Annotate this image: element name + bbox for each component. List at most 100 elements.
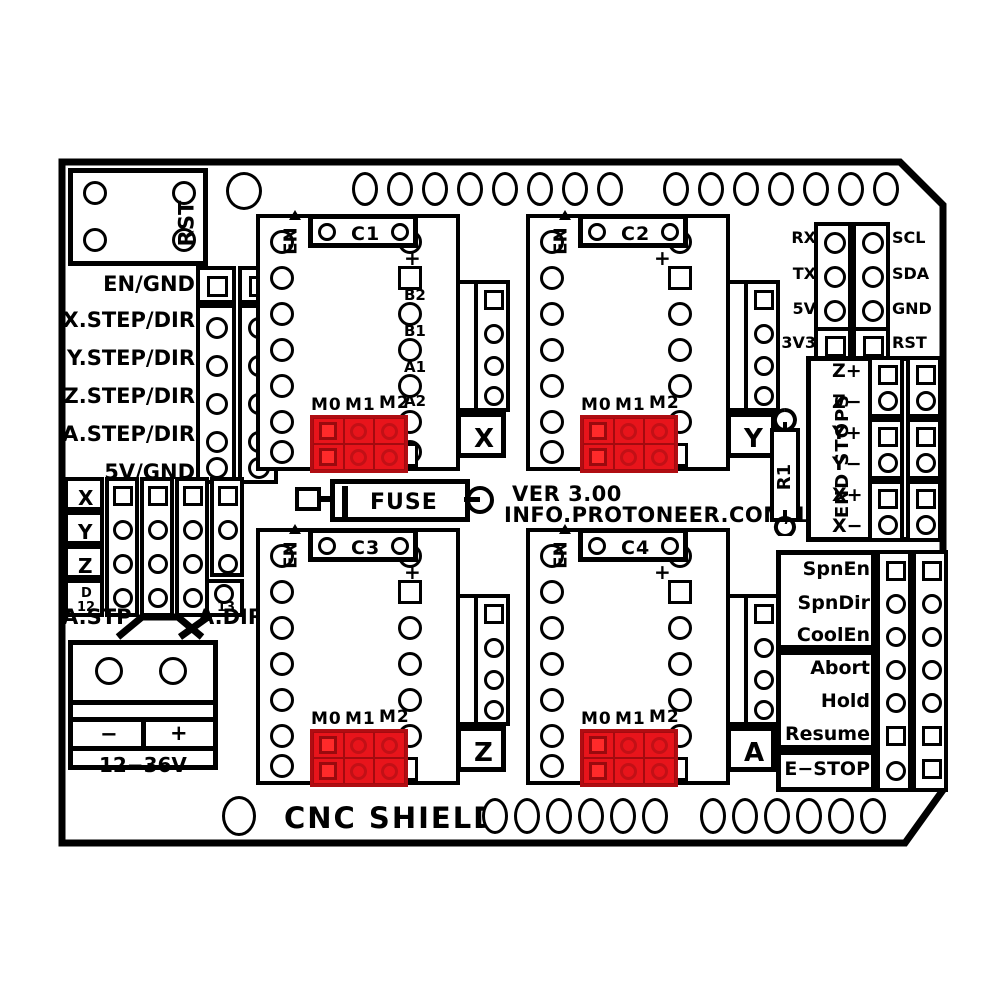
jumper-cell[interactable] bbox=[313, 418, 344, 444]
jumper-cell[interactable] bbox=[583, 732, 614, 758]
header-hole[interactable] bbox=[700, 798, 726, 834]
motor-connector-x-pins[interactable] bbox=[474, 280, 510, 412]
reset-block[interactable] bbox=[68, 168, 208, 266]
right-header-pad-rst[interactable] bbox=[852, 327, 890, 361]
fuse-label: FUSE bbox=[370, 490, 438, 515]
header-hole[interactable] bbox=[562, 172, 588, 206]
header-hole[interactable] bbox=[514, 798, 540, 834]
jumper-cell[interactable] bbox=[613, 418, 645, 444]
header-hole[interactable] bbox=[422, 172, 448, 206]
jumper-cell[interactable] bbox=[374, 444, 405, 470]
jumper-cell[interactable] bbox=[374, 732, 405, 758]
header-hole[interactable] bbox=[663, 172, 689, 206]
micro-label-m0-z: M0 bbox=[311, 709, 342, 729]
jumper-cell[interactable] bbox=[583, 444, 614, 470]
driver-pin bbox=[540, 410, 564, 434]
driver-pin bbox=[398, 688, 422, 712]
jumper-cell[interactable] bbox=[343, 758, 375, 784]
jumper-cell[interactable] bbox=[343, 732, 375, 758]
jumper-cell[interactable] bbox=[583, 758, 614, 784]
driver-pin-square bbox=[668, 580, 692, 604]
control-label-spnen: SpnEn bbox=[802, 558, 870, 580]
jumper-cell[interactable] bbox=[644, 758, 675, 784]
header-hole[interactable] bbox=[733, 172, 759, 206]
header-hole[interactable] bbox=[732, 798, 758, 834]
header-hole[interactable] bbox=[768, 172, 794, 206]
header-hole[interactable] bbox=[803, 172, 829, 206]
jumper-cell[interactable] bbox=[313, 758, 344, 784]
header-hole[interactable] bbox=[387, 172, 413, 206]
header-hole[interactable] bbox=[764, 798, 790, 834]
header-hole[interactable] bbox=[352, 172, 378, 206]
control-pins-col-gnd[interactable] bbox=[912, 550, 948, 792]
jumper-cell[interactable] bbox=[343, 444, 375, 470]
jumper-cell[interactable] bbox=[343, 418, 375, 444]
right-header-column-right[interactable] bbox=[852, 222, 890, 333]
header-hole bbox=[878, 453, 898, 473]
screw-terminal-hole[interactable] bbox=[95, 657, 123, 685]
microstep-jumper-block-y[interactable] bbox=[580, 415, 678, 473]
header-hole[interactable] bbox=[527, 172, 553, 206]
end-stops-pin-group-z-gnd[interactable] bbox=[906, 356, 942, 418]
end-stops-pin-group-x-gnd[interactable] bbox=[906, 480, 942, 542]
jumper-matrix-col-2[interactable] bbox=[140, 477, 174, 617]
jumper-matrix-col-3[interactable] bbox=[175, 477, 209, 617]
header-hole[interactable] bbox=[642, 798, 668, 834]
mounting-hole bbox=[83, 181, 107, 205]
header-hole[interactable] bbox=[597, 172, 623, 206]
right-header-label-3v3: 3V3 bbox=[781, 333, 816, 352]
microstep-jumper-block-a[interactable] bbox=[580, 729, 678, 787]
coil-label-a1: A1 bbox=[404, 358, 427, 376]
microstep-jumper-block-z[interactable] bbox=[310, 729, 408, 787]
header-hole[interactable] bbox=[457, 172, 483, 206]
right-header-column-left[interactable] bbox=[814, 222, 852, 333]
pad-square bbox=[878, 365, 898, 385]
header-hole bbox=[183, 588, 203, 608]
jumper-cell[interactable] bbox=[313, 732, 344, 758]
jumper-cell[interactable] bbox=[613, 444, 645, 470]
header-hole[interactable] bbox=[828, 798, 854, 834]
motor-connector-a-pins[interactable] bbox=[744, 594, 780, 726]
header-hole bbox=[886, 627, 906, 647]
header-hole[interactable] bbox=[578, 798, 604, 834]
header-hole[interactable] bbox=[860, 798, 886, 834]
jumper-matrix-col-4[interactable] bbox=[210, 477, 244, 577]
header-hole[interactable] bbox=[610, 798, 636, 834]
left-signal-label-en-gnd: EN/GND bbox=[103, 272, 195, 296]
control-pins-col-signal[interactable] bbox=[876, 550, 912, 792]
driver-pin bbox=[270, 374, 294, 398]
resistor-r1-leads bbox=[772, 408, 797, 536]
jumper-cell[interactable] bbox=[644, 418, 675, 444]
jumper-cell[interactable] bbox=[644, 444, 675, 470]
en-gnd-pad-col1[interactable] bbox=[196, 266, 236, 304]
header-hole[interactable] bbox=[873, 172, 899, 206]
header-hole[interactable] bbox=[546, 798, 572, 834]
header-hole[interactable] bbox=[838, 172, 864, 206]
end-stops-pin-group-y-gnd[interactable] bbox=[906, 418, 942, 480]
jumper-cell[interactable] bbox=[583, 418, 614, 444]
driver-pin bbox=[270, 754, 294, 778]
jumper-cell[interactable] bbox=[374, 758, 405, 784]
header-hole[interactable] bbox=[796, 798, 822, 834]
header-hole[interactable] bbox=[482, 798, 508, 834]
end-stops-pin-group-y[interactable] bbox=[868, 418, 904, 480]
power-terminal-block[interactable]: − + 12−36V bbox=[68, 640, 218, 775]
motor-pad bbox=[754, 356, 774, 376]
header-hole[interactable] bbox=[698, 172, 724, 206]
jumper-pin-square bbox=[319, 762, 338, 780]
end-stops-pin-group-z[interactable] bbox=[868, 356, 904, 418]
end-stops-pin-group-x[interactable] bbox=[868, 480, 904, 542]
jumper-cell[interactable] bbox=[613, 758, 645, 784]
left-header-column-step[interactable] bbox=[196, 304, 236, 484]
microstep-jumper-block-x[interactable] bbox=[310, 415, 408, 473]
screw-terminal-hole[interactable] bbox=[159, 657, 187, 685]
cap-pad bbox=[588, 223, 606, 241]
jumper-cell[interactable] bbox=[644, 732, 675, 758]
motor-connector-y-pins[interactable] bbox=[744, 280, 780, 412]
header-hole[interactable] bbox=[492, 172, 518, 206]
jumper-matrix-col-1[interactable] bbox=[105, 477, 139, 617]
jumper-cell[interactable] bbox=[374, 418, 405, 444]
jumper-cell[interactable] bbox=[313, 444, 344, 470]
motor-connector-z-pins[interactable] bbox=[474, 594, 510, 726]
jumper-cell[interactable] bbox=[613, 732, 645, 758]
